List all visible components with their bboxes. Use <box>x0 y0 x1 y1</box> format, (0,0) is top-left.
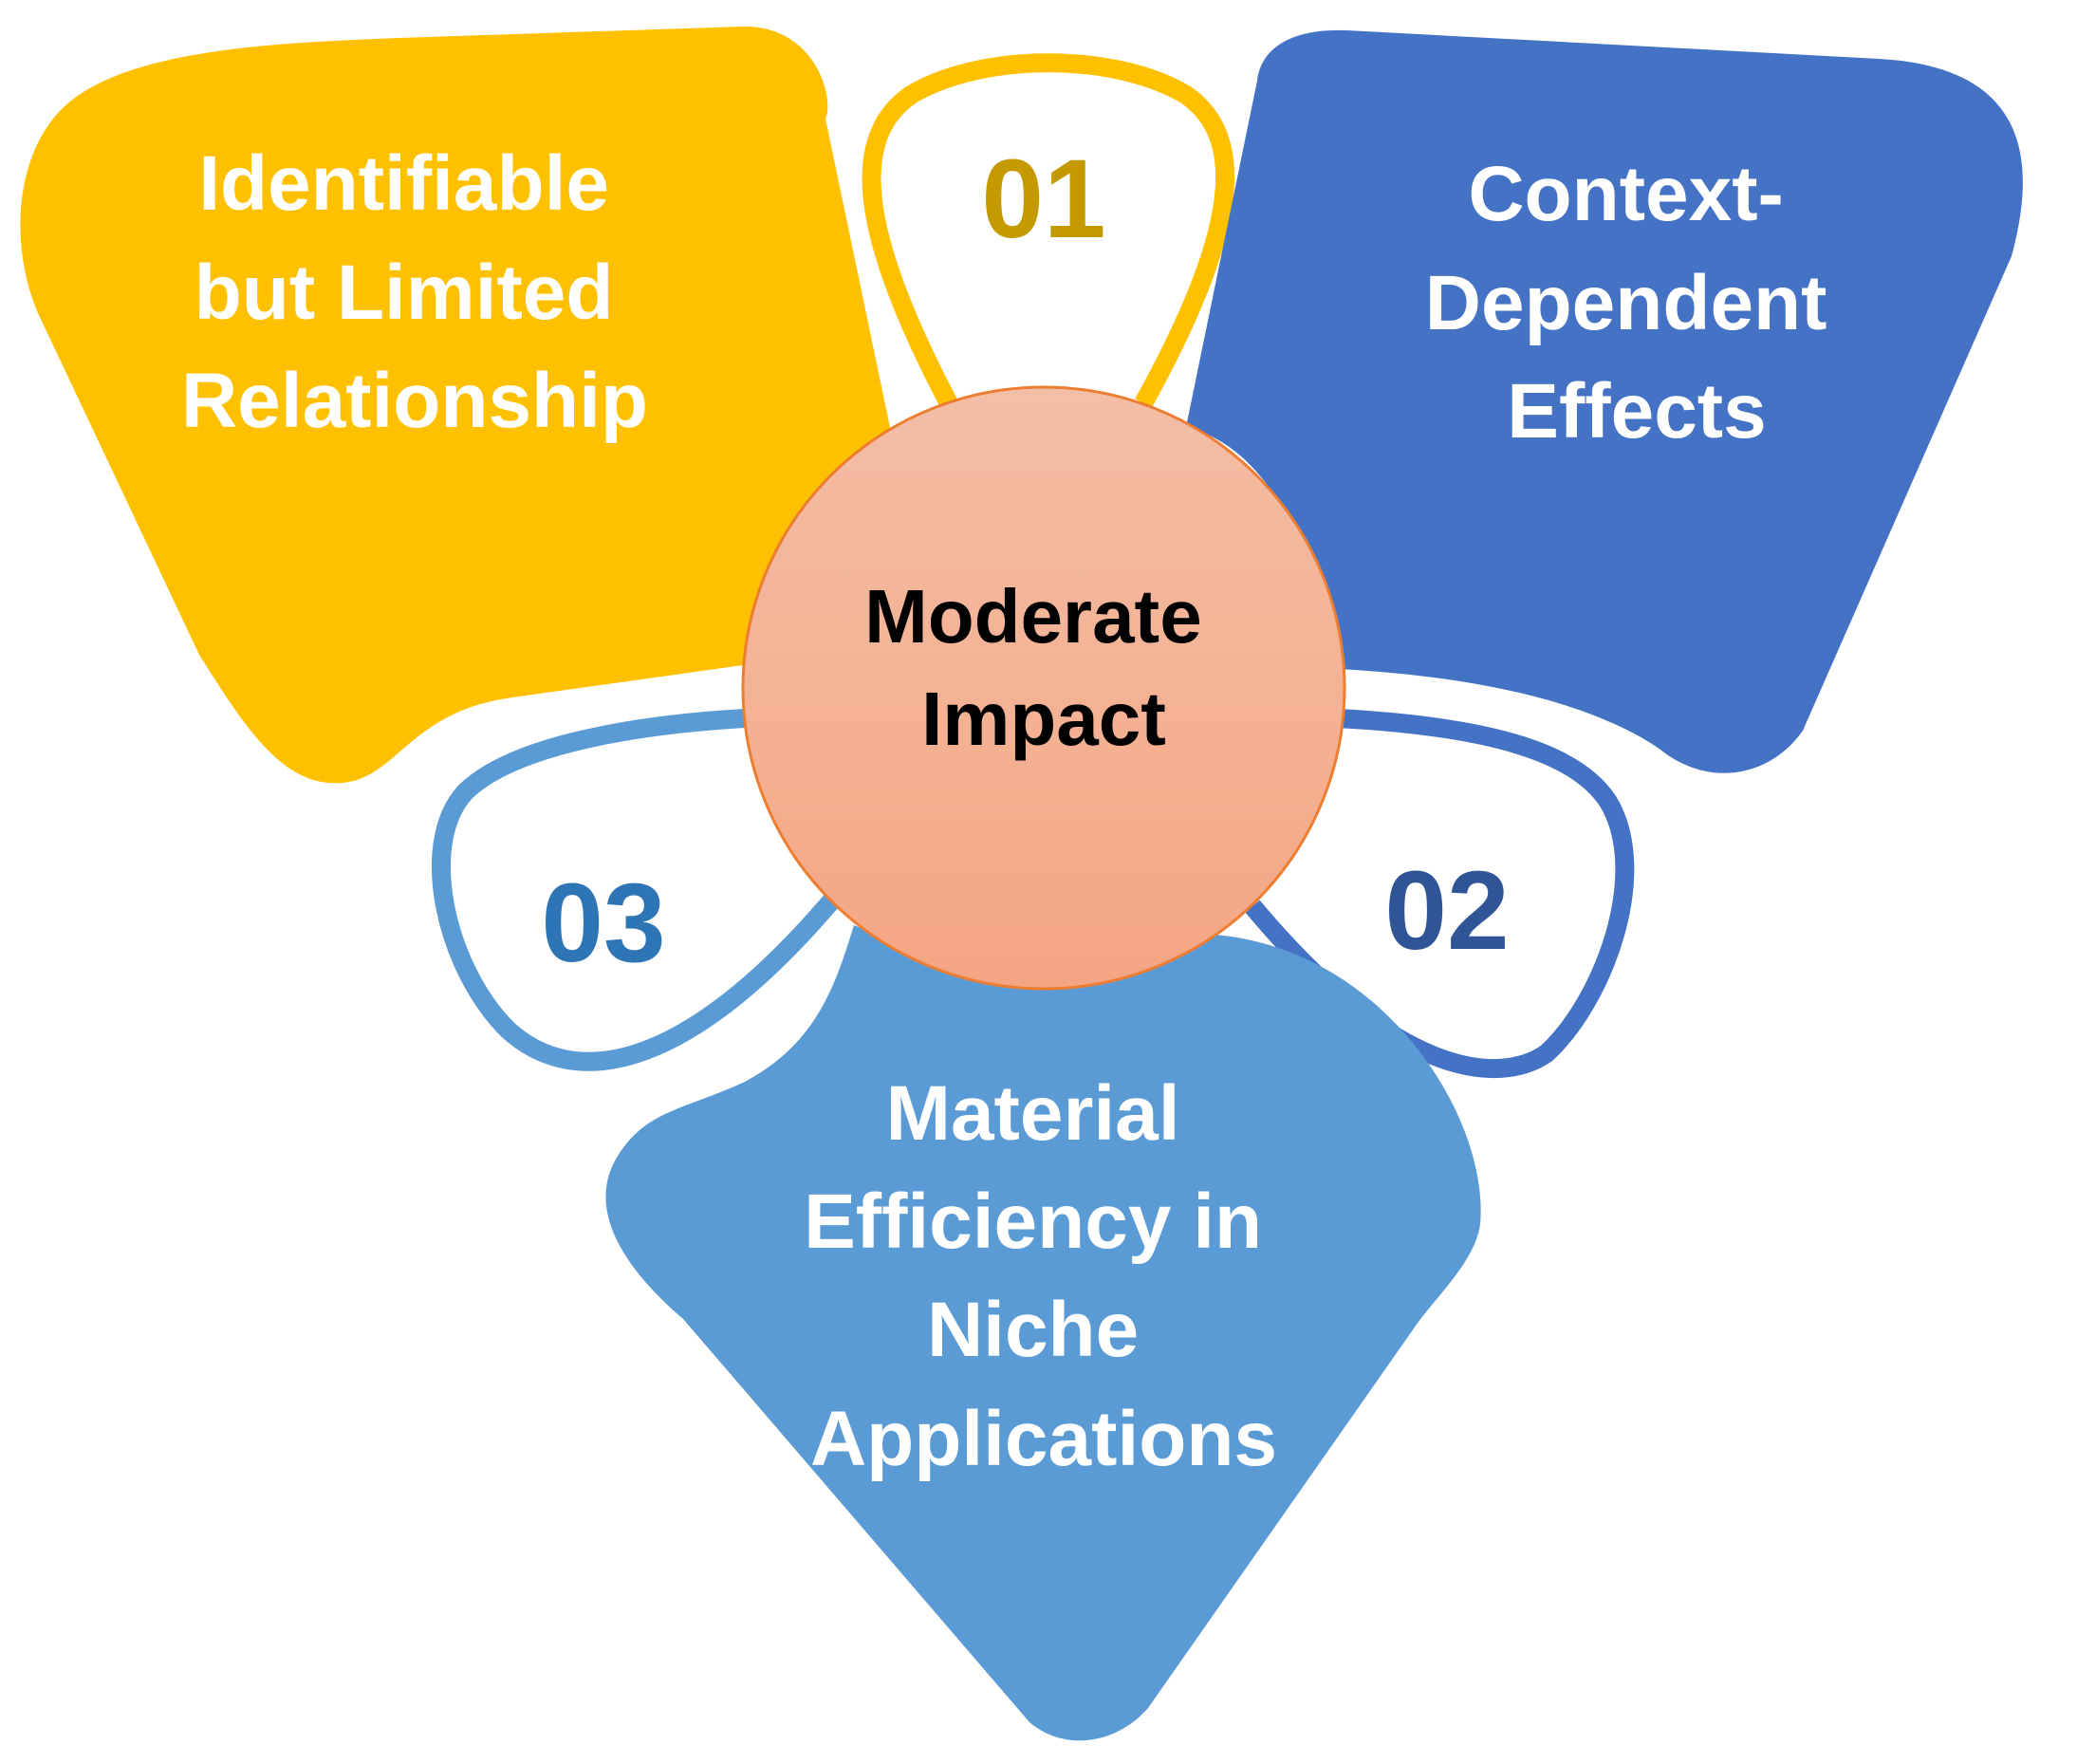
petal-01-label: Identifiable but Limited Relationship <box>181 140 648 444</box>
petal-03-line-2: Efficiency in <box>804 1179 1262 1265</box>
petal-01-line-1: Identifiable <box>198 140 609 227</box>
petal-01-shape <box>20 26 892 784</box>
petal-02-line-2: Dependent <box>1425 260 1827 346</box>
petal-01-line-2: but Limited <box>195 250 614 336</box>
petal-01-line-3: Relationship <box>181 358 648 444</box>
center-label: Moderate Impact <box>864 574 1223 761</box>
petal-03-shape <box>605 925 1481 1741</box>
number-tab-01 <box>862 53 1235 408</box>
number-02: 02 <box>1384 848 1509 974</box>
center-circle <box>741 385 1346 991</box>
petal-03-line-3: Niche <box>927 1287 1139 1373</box>
number-03: 03 <box>541 861 665 986</box>
petal-03-label: Material Efficiency in Niche Application… <box>804 1070 1284 1482</box>
number-tab-03 <box>432 709 843 1071</box>
center-label-line-2: Impact <box>921 677 1166 761</box>
petal-02-label: Context- Dependent Effects <box>1425 151 1849 455</box>
petal-02-shape <box>1186 29 2023 773</box>
number-tab-02 <box>1245 709 1635 1079</box>
petal-02-line-3: Effects <box>1507 368 1766 455</box>
petal-02-line-1: Context- <box>1468 151 1784 237</box>
petal-03-line-4: Applications <box>810 1396 1277 1482</box>
number-01: 01 <box>981 137 1105 262</box>
petal-03-line-1: Material <box>886 1070 1180 1157</box>
center-label-line-1: Moderate <box>864 574 1202 659</box>
